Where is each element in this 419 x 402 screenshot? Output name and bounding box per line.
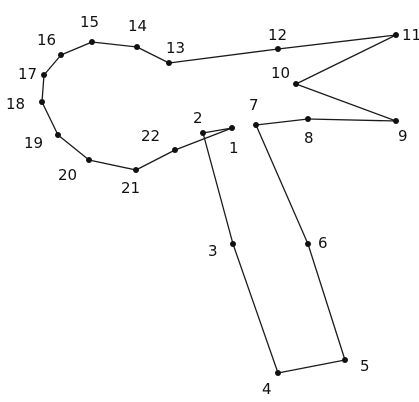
dot-18 xyxy=(39,99,45,105)
dot-19 xyxy=(55,132,61,138)
dot-12 xyxy=(275,46,281,52)
dot-label-9: 9 xyxy=(398,127,408,145)
dot-label-8: 8 xyxy=(304,129,314,147)
connection-line-18-19 xyxy=(41,101,59,136)
connection-line-20-21 xyxy=(88,159,137,171)
dot-label-19: 19 xyxy=(24,134,43,152)
connection-lines xyxy=(41,34,397,374)
dot-21 xyxy=(133,167,139,173)
dot-8 xyxy=(305,116,311,122)
connection-line-13-14 xyxy=(136,46,170,64)
dot-22 xyxy=(172,147,178,153)
connection-line-12-13 xyxy=(168,48,279,64)
dot-label-5: 5 xyxy=(360,357,370,375)
dot-7 xyxy=(253,122,259,128)
dot-1 xyxy=(229,125,235,131)
dot-label-3: 3 xyxy=(208,242,218,260)
connection-line-5-6 xyxy=(307,243,346,361)
dot-9 xyxy=(393,118,399,124)
dot-label-6: 6 xyxy=(318,234,328,252)
connection-line-2-3 xyxy=(202,132,234,245)
dot-6 xyxy=(305,241,311,247)
connection-line-14-15 xyxy=(91,41,138,48)
connection-line-10-11 xyxy=(295,34,397,85)
connection-line-3-4 xyxy=(232,243,279,374)
dot-label-17: 17 xyxy=(18,65,37,83)
dot-3 xyxy=(230,241,236,247)
dot-15 xyxy=(89,39,95,45)
dot-17 xyxy=(41,72,47,78)
connection-line-19-20 xyxy=(57,134,90,161)
dot-4 xyxy=(275,370,281,376)
connection-line-15-16 xyxy=(60,41,93,56)
dot-label-7: 7 xyxy=(249,96,259,114)
dot-20 xyxy=(86,157,92,163)
dot-11 xyxy=(393,32,399,38)
dot-label-11: 11 xyxy=(402,26,419,44)
connection-line-21-22 xyxy=(135,149,176,171)
dot-label-22: 22 xyxy=(141,127,160,145)
dot-label-14: 14 xyxy=(128,17,147,35)
connection-line-4-5 xyxy=(277,359,346,374)
dot-10 xyxy=(293,81,299,87)
connection-line-1-2 xyxy=(202,127,233,134)
dot-13 xyxy=(166,60,172,66)
dot-label-21: 21 xyxy=(121,179,140,197)
dot-label-18: 18 xyxy=(6,95,25,113)
dot-markers xyxy=(39,32,399,376)
dot-label-4: 4 xyxy=(262,380,272,398)
dot-label-13: 13 xyxy=(166,39,185,57)
connection-line-22-1 xyxy=(174,127,233,151)
dot-2 xyxy=(200,130,206,136)
connection-line-11-12 xyxy=(277,34,397,50)
dot-label-12: 12 xyxy=(268,26,287,44)
connection-line-9-10 xyxy=(295,83,397,122)
connection-line-17-18 xyxy=(41,74,45,103)
connection-line-7-8 xyxy=(255,118,309,126)
dot-label-15: 15 xyxy=(80,13,99,31)
connection-line-6-7 xyxy=(255,124,309,245)
dot-14 xyxy=(134,44,140,50)
dot-label-16: 16 xyxy=(37,31,56,49)
connection-line-8-9 xyxy=(307,118,397,122)
dot-label-1: 1 xyxy=(229,139,239,157)
dot-label-2: 2 xyxy=(193,109,203,127)
dot-5 xyxy=(342,357,348,363)
connection-line-16-17 xyxy=(43,54,62,76)
dot-label-10: 10 xyxy=(271,64,290,82)
dot-label-20: 20 xyxy=(58,166,77,184)
dot-16 xyxy=(58,52,64,58)
